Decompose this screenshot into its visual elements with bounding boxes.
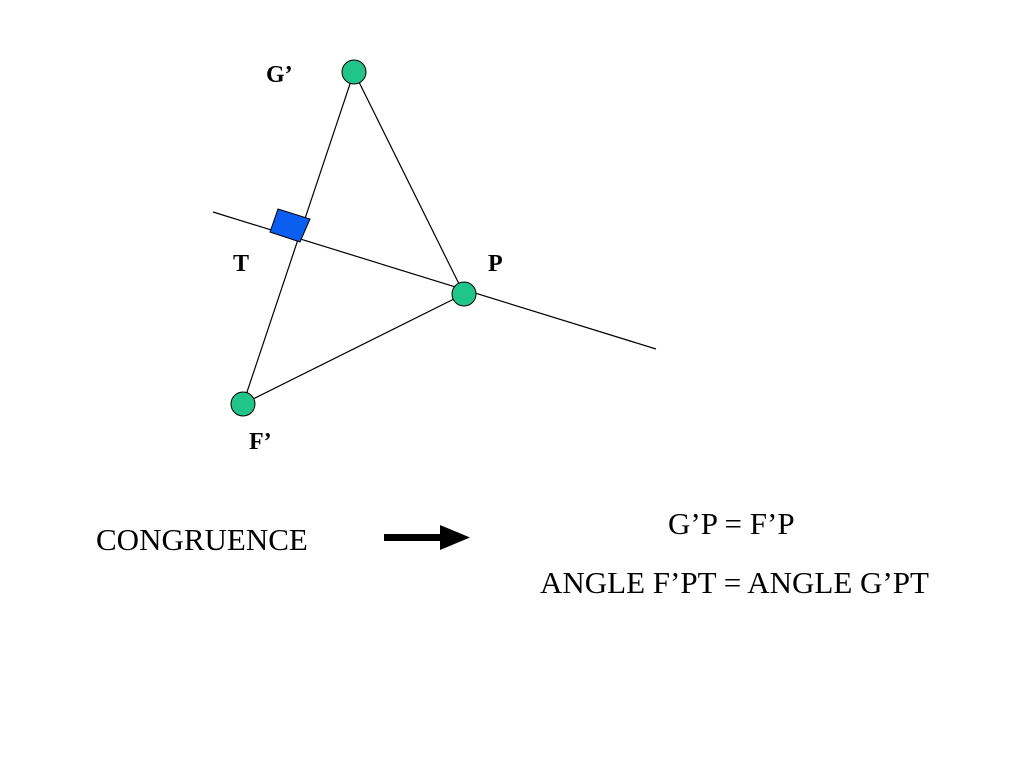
point-f-prime [230,391,256,417]
label-p: P [488,251,503,277]
congruence-label: CONGRUENCE [96,522,308,557]
point-p [451,281,477,307]
segment-f-prime-p [242,293,465,405]
right-arrow-icon [384,525,470,550]
conclusion-equal-segments: G’P = F’P [668,506,795,541]
segment-g-prime-p [353,71,465,295]
label-t: T [233,251,249,277]
conclusion-equal-angles: ANGLE F’PT = ANGLE G’PT [540,565,929,600]
point-g-prime [341,59,367,85]
label-g-prime: G’ [266,62,293,88]
right-angle-marker-icon [269,208,311,243]
label-f-prime: F’ [249,429,272,455]
